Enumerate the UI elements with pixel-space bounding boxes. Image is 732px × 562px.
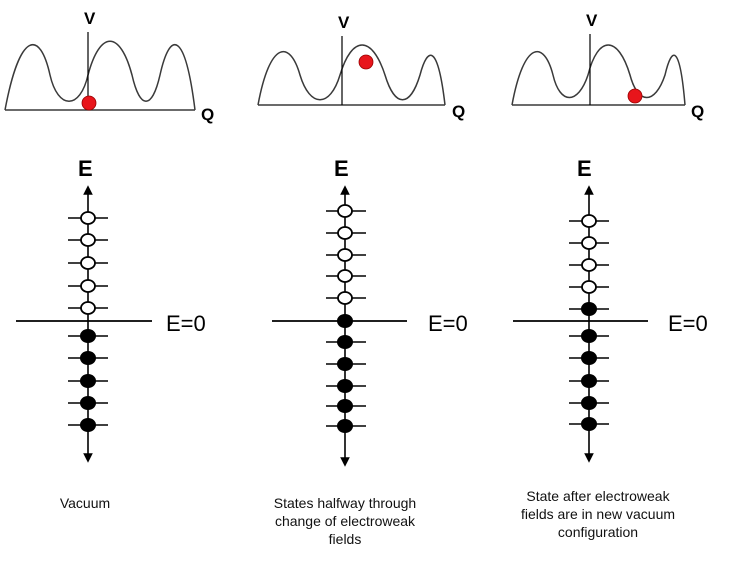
caption-line: States halfway through [273, 495, 417, 511]
q-axis-label: Q [201, 105, 214, 124]
filled-state [337, 314, 353, 328]
filled-state [337, 379, 353, 393]
filled-state [581, 329, 597, 343]
potential-plot: V Q [511, 11, 704, 121]
empty-state [337, 269, 353, 283]
filled-state [581, 417, 597, 431]
empty-state [80, 279, 96, 293]
caption-line: Vacuum [59, 495, 111, 511]
energy-ladder: E E=0 [272, 156, 468, 467]
energy-ladder: E E=0 [16, 156, 206, 463]
filled-state [581, 302, 597, 316]
q-axis-label: Q [691, 102, 704, 121]
caption-line: State after electroweak [526, 488, 670, 504]
potential-plot: V Q [4, 9, 214, 124]
empty-state [80, 233, 96, 247]
caption-line: configuration [557, 524, 639, 540]
potential-curve [511, 44, 686, 106]
caption-new-vacuum: State after electroweak fields are in ne… [488, 487, 708, 541]
empty-state [337, 248, 353, 262]
v-axis-label: V [586, 11, 598, 30]
filled-state [337, 357, 353, 371]
filled-state [80, 351, 96, 365]
empty-state [337, 291, 353, 305]
empty-state [581, 214, 597, 228]
filled-state [80, 329, 96, 343]
filled-state [337, 399, 353, 413]
state-ball [358, 54, 374, 70]
caption-line: fields are in new vacuum [520, 506, 676, 522]
energy-axis-label: E [334, 156, 349, 181]
zero-energy-label: E=0 [428, 311, 468, 336]
panel-new-vacuum: V Q E E=0 [511, 11, 708, 463]
potential-curve [257, 44, 446, 106]
filled-state [581, 374, 597, 388]
filled-state [80, 418, 96, 432]
filled-state [80, 396, 96, 410]
filled-state [337, 419, 353, 433]
empty-state [80, 301, 96, 315]
caption-line: fields [328, 531, 362, 547]
state-ball [81, 95, 97, 111]
v-axis-label: V [338, 13, 350, 32]
filled-state [337, 335, 353, 349]
caption-vacuum: Vacuum [20, 494, 150, 512]
empty-state [80, 211, 96, 225]
panel-halfway: V Q E E=0 [257, 13, 468, 467]
empty-state [581, 280, 597, 294]
zero-energy-label: E=0 [166, 311, 206, 336]
q-axis-label: Q [452, 102, 465, 121]
empty-state [80, 256, 96, 270]
energy-axis-label: E [577, 156, 592, 181]
empty-state [337, 204, 353, 218]
energy-axis-label: E [78, 156, 93, 181]
potential-plot: V Q [257, 13, 465, 121]
v-axis-label: V [84, 9, 96, 28]
empty-state [337, 226, 353, 240]
zero-energy-label: E=0 [668, 311, 708, 336]
state-ball [627, 88, 643, 104]
panel-vacuum: V Q E E=0 [4, 9, 214, 463]
caption-line: change of electroweak [274, 513, 416, 529]
potential-curve [4, 40, 196, 111]
filled-state [581, 396, 597, 410]
energy-ladder: E E=0 [513, 156, 708, 463]
empty-state [581, 258, 597, 272]
caption-halfway: States halfway through change of electro… [240, 494, 450, 548]
empty-state [581, 236, 597, 250]
filled-state [80, 374, 96, 388]
filled-state [581, 351, 597, 365]
